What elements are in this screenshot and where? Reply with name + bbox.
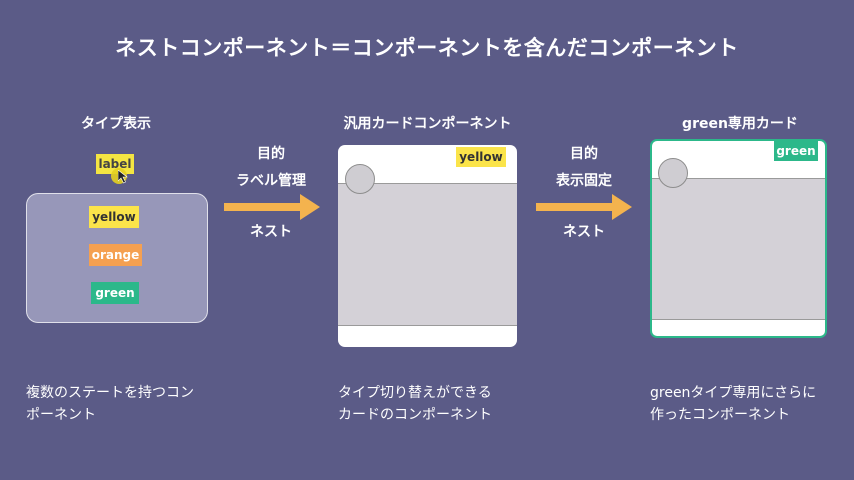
card-image-area: [338, 183, 517, 326]
arrow-right-icon: [224, 194, 320, 220]
state-chip-green[interactable]: green: [91, 282, 139, 304]
description-line: greenタイプ専用にさらに: [650, 385, 817, 401]
cursor-icon: [118, 170, 128, 184]
description-line: ポーネント: [26, 407, 96, 423]
avatar: [345, 164, 375, 194]
arrow2-purpose: 表示固定: [556, 173, 612, 189]
type-display-heading: タイプ表示: [81, 116, 151, 132]
card-image-area: [652, 178, 825, 320]
state-chip-orange[interactable]: orange: [89, 244, 142, 266]
arrow1-purpose-heading: 目的: [257, 146, 285, 162]
type-display-description: 複数のステートを持つコン ポーネント: [26, 382, 226, 426]
description-line: 複数のステートを持つコン: [26, 385, 194, 401]
description-line: タイプ切り替えができる: [338, 385, 492, 401]
green-card-description: greenタイプ専用にさらに 作ったコンポーネント: [650, 382, 850, 426]
arrow1-relation: ネスト: [250, 224, 292, 240]
generic-card-heading: 汎用カードコンポーネント: [343, 116, 512, 132]
arrow2-purpose-heading: 目的: [570, 146, 598, 162]
description-line: カードのコンポーネント: [338, 407, 492, 423]
green-card-heading: green専用カード: [682, 116, 798, 132]
type-tag-yellow: yellow: [456, 147, 506, 167]
description-line: 作ったコンポーネント: [650, 407, 790, 423]
page-title: ネストコンポーネント＝コンポーネントを含んだコンポーネント: [115, 36, 739, 60]
generic-card-description: タイプ切り替えができる カードのコンポーネント: [338, 382, 538, 426]
arrow2-relation: ネスト: [563, 224, 605, 240]
arrow1-purpose: ラベル管理: [236, 173, 306, 189]
type-tag-green: green: [774, 141, 818, 161]
state-chip-yellow[interactable]: yellow: [89, 206, 139, 228]
label-chip[interactable]: label: [96, 154, 134, 174]
green-card[interactable]: green: [650, 139, 827, 338]
avatar: [658, 158, 688, 188]
arrow-right-icon: [536, 194, 632, 220]
generic-card[interactable]: yellow: [338, 145, 517, 347]
